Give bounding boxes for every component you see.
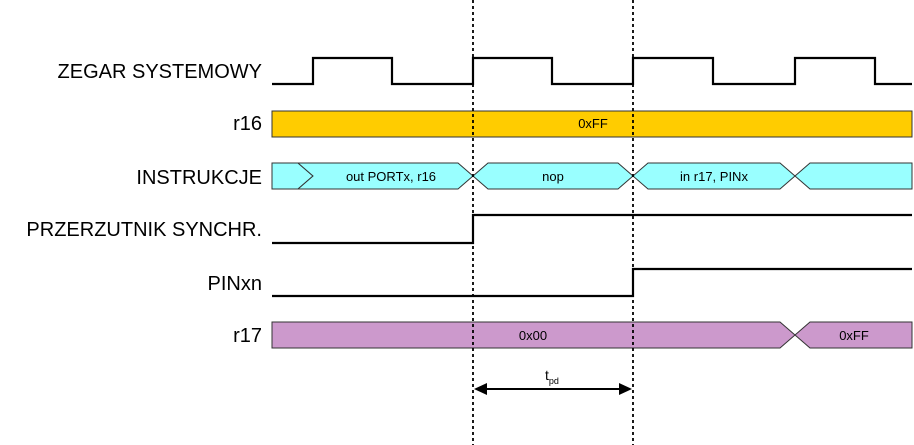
instr-in-r17: in r17, PINx xyxy=(680,169,748,184)
label-instrukcje: INSTRUKCJE xyxy=(136,167,262,189)
clock-waveform xyxy=(272,56,912,86)
r17-value-0x00: 0x00 xyxy=(519,328,547,343)
tpd-subscript: pd xyxy=(549,376,559,386)
instr-segment-out xyxy=(296,162,474,190)
tpd-label: tpd xyxy=(545,367,559,386)
label-r17: r17 xyxy=(233,325,262,347)
label-zegar-systemowy: ZEGAR SYSTEMOWY xyxy=(58,61,262,83)
pinxn-waveform xyxy=(272,267,912,298)
r17-value-0xff: 0xFF xyxy=(839,328,869,343)
label-przerzutnik-synchr: PRZERZUTNIK SYNCHR. xyxy=(26,219,262,241)
r16-bus-bar xyxy=(271,110,913,138)
r17-segment-0xff xyxy=(794,321,913,349)
instr-nop: nop xyxy=(542,169,564,184)
tpd-arrow-right-head xyxy=(619,383,632,395)
instr-segment-end xyxy=(794,162,913,190)
label-r16: r16 xyxy=(233,113,262,135)
instr-out-portx: out PORTx, r16 xyxy=(346,169,436,184)
label-pinxn: PINxn xyxy=(208,273,262,295)
sync-waveform xyxy=(272,213,912,245)
r16-value: 0xFF xyxy=(578,116,608,131)
tpd-symbol: t xyxy=(545,367,549,383)
r17-segment-0x00 xyxy=(271,321,796,349)
tpd-arrow-left-head xyxy=(474,383,487,395)
